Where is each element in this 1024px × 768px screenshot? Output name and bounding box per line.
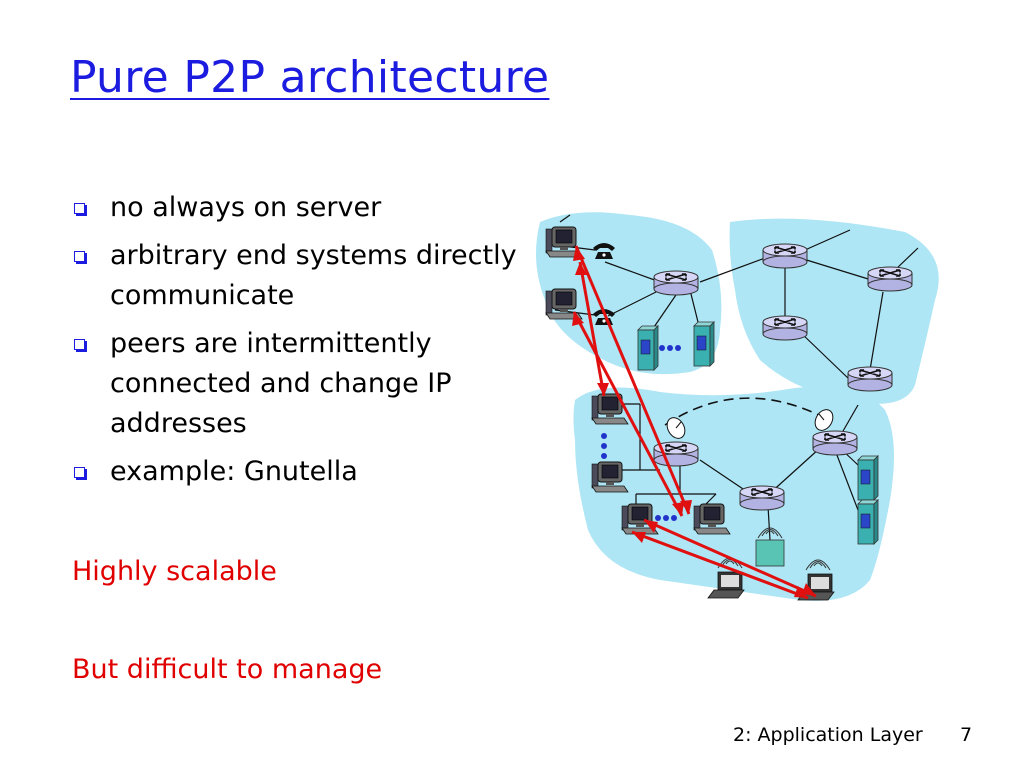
page-number: 7 <box>960 724 973 746</box>
bullet-text: no always on server <box>110 192 382 223</box>
bullet-text: example: Gnutella <box>110 456 358 487</box>
network-cloud-left <box>536 212 722 375</box>
satellite-dish-icon <box>814 409 834 431</box>
server-rack-icon <box>857 499 879 545</box>
ellipsis-dots-icon <box>655 515 677 521</box>
ellipsis-dots-icon <box>659 345 681 351</box>
dashed-satellite-link <box>664 397 826 426</box>
router-icon <box>762 315 808 341</box>
scalability-note: Highly scalable <box>72 556 277 587</box>
server-rack-icon <box>857 455 879 501</box>
bullet-item: arbitrary end systems directly communica… <box>72 236 522 316</box>
slide-title: Pure P2P architecture <box>70 52 550 103</box>
bullet-square-icon <box>74 251 85 262</box>
router-icon <box>762 243 808 269</box>
footer-label: 2: Application Layer <box>733 724 923 746</box>
bullet-square-icon <box>74 467 85 478</box>
router-icon <box>653 270 699 296</box>
router-icon <box>739 485 785 511</box>
bullet-square-icon <box>74 203 85 214</box>
network-cloud-right <box>729 218 939 404</box>
wireless-access-point <box>755 539 785 567</box>
router-icon <box>847 366 893 392</box>
bullet-list: no always on server arbitrary end system… <box>72 188 522 500</box>
router-icon <box>812 430 858 456</box>
bullet-item: no always on server <box>72 188 522 228</box>
server-rack-icon <box>693 321 715 367</box>
bullet-text: arbitrary end systems directly communica… <box>110 240 517 311</box>
router-icon <box>867 266 913 292</box>
management-note: But difficult to manage <box>72 654 383 685</box>
bullet-item: example: Gnutella <box>72 452 522 492</box>
server-rack-icon <box>637 325 659 371</box>
bullet-text: peers are intermittently connected and c… <box>110 328 452 439</box>
bullet-item: peers are intermittently connected and c… <box>72 324 522 444</box>
bullet-square-icon <box>74 339 85 350</box>
satellite-dish-icon <box>666 417 686 439</box>
ellipsis-dots-icon <box>601 433 607 459</box>
